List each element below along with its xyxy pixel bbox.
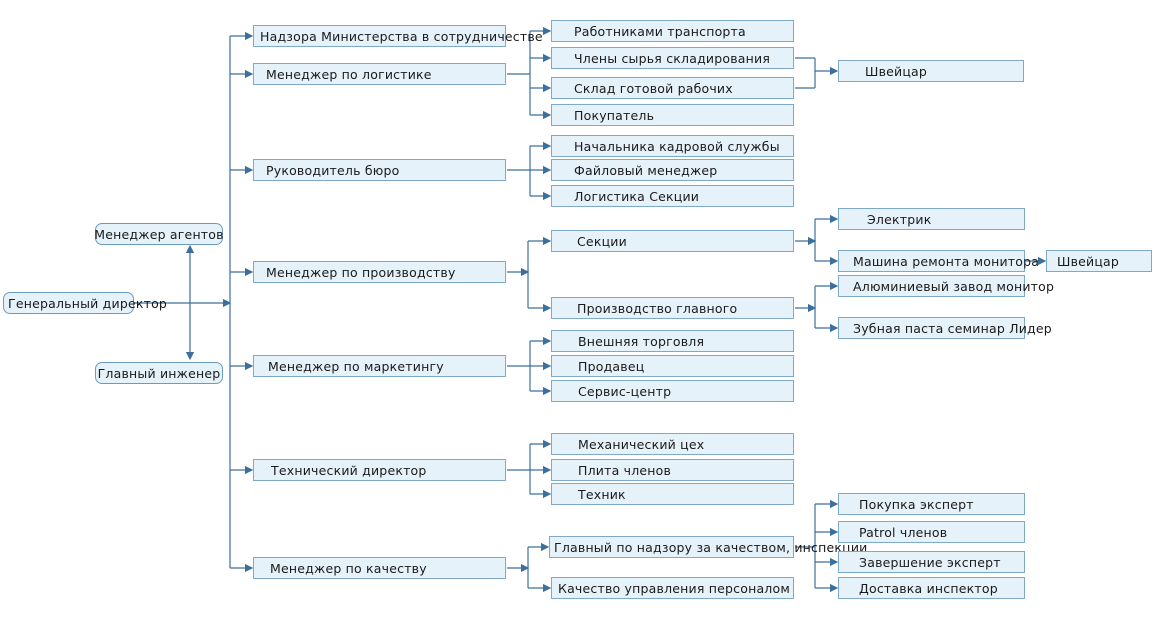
node-bureau-head: Руководитель бюро [253,159,506,181]
node-production-manager: Менеджер по производству [253,261,506,283]
node-quality-chief: Главный по надзору за качеством, инспекц… [549,536,867,558]
node-logistics-sections: Логистика Секции [551,185,794,207]
node-patrol-members: Patrol членов [838,521,1025,543]
node-technician: Техник [551,483,794,505]
node-quality-manager: Менеджер по качеству [253,557,506,579]
node-swiss-1: Швейцар [838,60,1024,82]
node-delivery-inspector: Доставка инспектор [838,577,1025,599]
node-hr-head: Начальника кадровой службы [551,135,794,157]
node-sections: Секции [551,230,794,252]
node-agents-manager: Менеджер агентов [94,223,224,245]
node-mechanical-shop: Механический цех [551,433,794,455]
node-transport-workers: Работниками транспорта [551,20,794,42]
node-foreign-trade: Внешняя торговля [551,330,794,352]
node-monitor-repair-machine: Машина ремонта монитора [838,250,1039,272]
node-finished-goods-warehouse: Склад готовой рабочих [551,77,794,99]
node-purchase-expert: Покупка эксперт [838,493,1025,515]
node-service-center: Сервис-центр [551,380,794,402]
node-raw-storage-members: Члены сырья складирования [551,47,794,69]
node-aluminum-plant: Алюминиевый завод монитор [838,275,1054,297]
node-file-manager: Файловый менеджер [551,159,794,181]
node-technical-director: Технический директор [253,459,506,481]
node-swiss-2: Швейцар [1046,250,1152,272]
node-marketing-manager: Менеджер по маркетингу [253,355,506,377]
node-electrician: Электрик [838,208,1025,230]
node-chief-engineer: Главный инженер [95,362,223,384]
node-main-production: Производство главного [551,297,794,319]
node-logistics-manager: Менеджер по логистике [253,63,506,85]
node-ministry-supervision: Надзора Министерства в сотрудничестве [253,25,543,47]
node-completion-expert: Завершение эксперт [838,551,1025,573]
node-seller: Продавец [551,355,794,377]
node-members-plate: Плита членов [551,459,794,481]
node-buyer: Покупатель [551,104,794,126]
node-quality-personnel: Качество управления персоналом [551,577,794,599]
node-ceo: Генеральный директор [3,292,167,314]
node-toothpaste-seminar: Зубная паста семинар Лидер [838,317,1052,339]
